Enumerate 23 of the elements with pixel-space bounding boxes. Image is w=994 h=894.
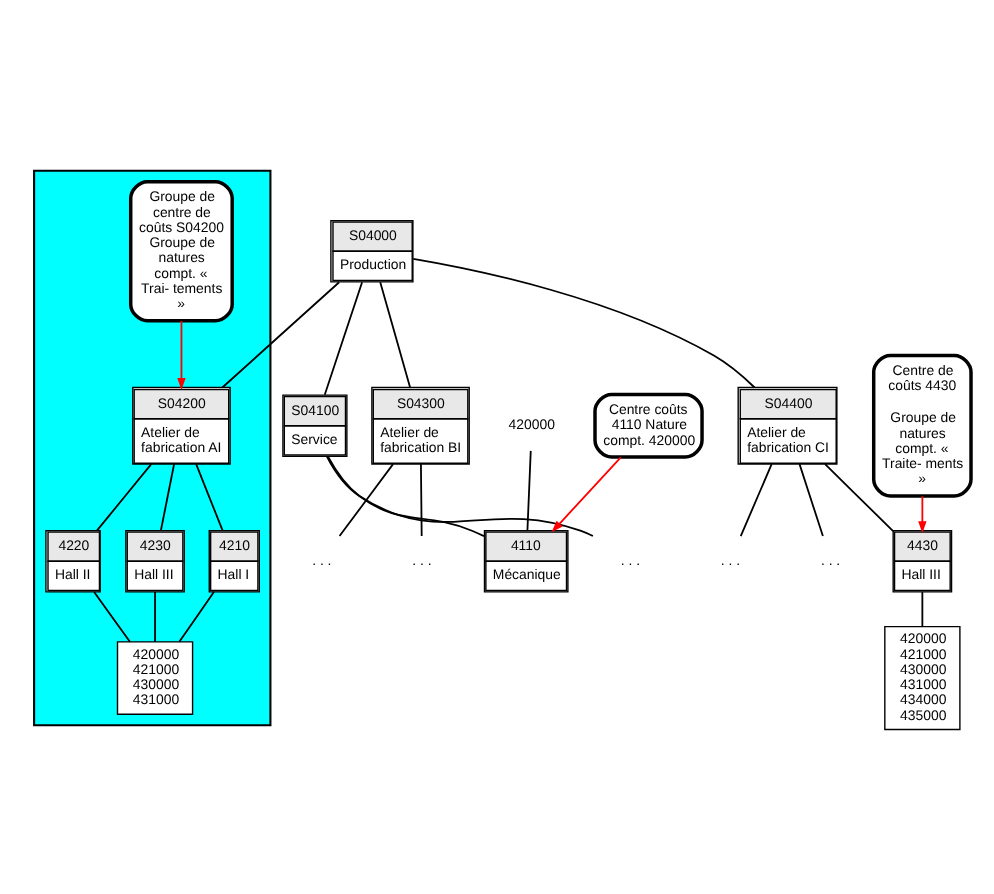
connector xyxy=(338,462,394,536)
connector xyxy=(326,454,485,537)
connector xyxy=(323,280,363,395)
connector xyxy=(824,462,894,531)
connector xyxy=(159,462,175,531)
connector xyxy=(93,590,131,642)
connector xyxy=(379,280,411,388)
connector xyxy=(412,256,756,388)
arrow xyxy=(918,494,927,533)
connector xyxy=(96,462,153,531)
connector xyxy=(178,590,215,642)
connector xyxy=(221,280,341,388)
arrow xyxy=(551,455,622,532)
connector xyxy=(326,454,594,536)
connector xyxy=(420,462,423,536)
cluster xyxy=(33,168,272,726)
connector xyxy=(798,462,824,536)
connector xyxy=(739,462,773,536)
connector xyxy=(526,448,532,531)
connector xyxy=(154,590,156,642)
arrow xyxy=(177,319,186,390)
connector xyxy=(921,590,924,627)
connector xyxy=(195,462,224,531)
